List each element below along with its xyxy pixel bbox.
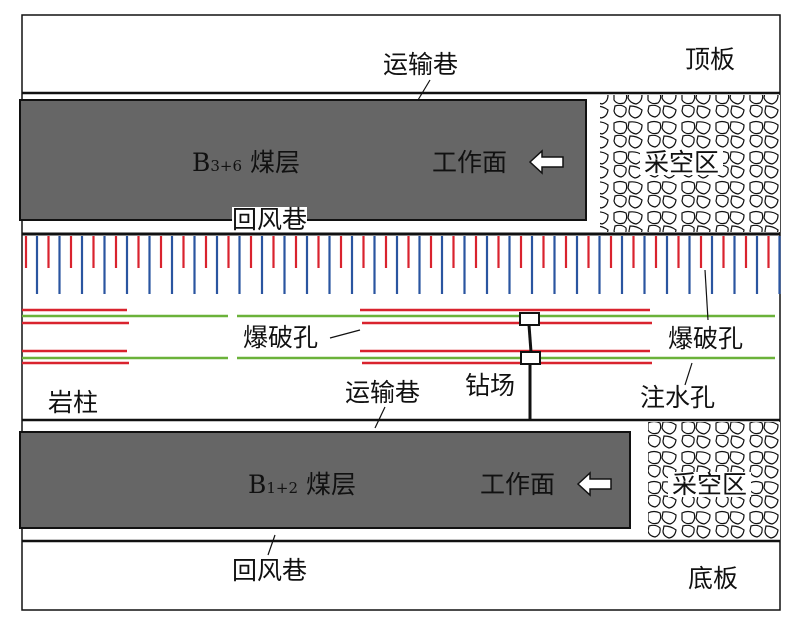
label-upper-seam: B3+6 煤层 xyxy=(192,150,300,175)
vertical-holes xyxy=(24,236,781,294)
upper-coal-seam xyxy=(19,99,587,221)
label-lower-return: 回风巷 xyxy=(232,556,308,585)
label-injection-hole: 注水孔 xyxy=(640,383,716,412)
label-drill-site: 钻场 xyxy=(465,371,516,400)
label-rock-pillar: 岩柱 xyxy=(48,388,99,417)
seam-letter: B xyxy=(192,148,211,177)
label-lower-face: 工作面 xyxy=(480,470,556,499)
seam-name: 煤层 xyxy=(249,148,300,177)
label-lower-goaf: 采空区 xyxy=(668,472,752,497)
leader-lines xyxy=(267,79,709,556)
label-lower-transport: 运输巷 xyxy=(345,378,421,407)
label-floor: 底板 xyxy=(688,564,739,593)
seam-sub: 1+2 xyxy=(266,479,299,497)
label-blast-hole-left: 爆破孔 xyxy=(243,323,319,352)
label-roof: 顶板 xyxy=(685,45,736,74)
lower-coal-seam xyxy=(19,431,631,529)
seam-name: 煤层 xyxy=(305,470,356,499)
label-blast-hole-right: 爆破孔 xyxy=(668,324,744,353)
arrow-left-icon xyxy=(528,149,564,175)
seam-sub: 3+6 xyxy=(210,157,243,175)
drill-site xyxy=(519,312,541,420)
horizontal-holes xyxy=(22,308,775,365)
label-upper-goaf: 采空区 xyxy=(640,150,724,175)
label-upper-return: 回风巷 xyxy=(232,205,308,234)
outer-frame xyxy=(21,14,781,611)
label-upper-transport: 运输巷 xyxy=(383,50,459,79)
label-lower-seam: B1+2 煤层 xyxy=(248,472,356,497)
arrow-left-icon xyxy=(576,471,612,497)
label-upper-face: 工作面 xyxy=(432,148,508,177)
seam-letter: B xyxy=(248,470,267,499)
